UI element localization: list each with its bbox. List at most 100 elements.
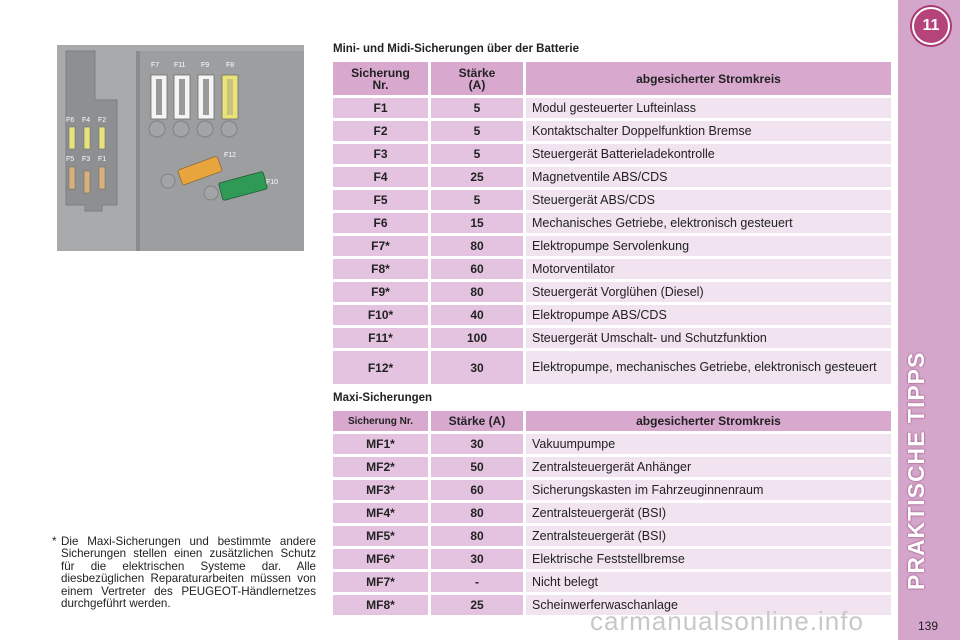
circuit-cell: Elektropumpe Servolenkung [526,236,891,259]
circuit-cell: Vakuumpumpe [526,434,891,457]
watermark: carmanualsonline.info [590,606,864,636]
amperage-cell: 30 [431,434,526,457]
footnote-marker: * [52,535,57,548]
circuit-cell: Elektropumpe ABS/CDS [526,305,891,328]
fuse-number-cell: F10* [333,305,431,328]
fuse-number-cell: F1 [333,98,431,121]
fuse-number-cell: F4 [333,167,431,190]
fuse-number-cell: MF5* [333,526,431,549]
amperage-cell: 25 [431,595,526,618]
fuse-number-cell: F12* [333,351,431,387]
fuse-number-cell: F11* [333,328,431,351]
amperage-cell: 100 [431,328,526,351]
header-circuit: abgesicherter Stromkreis [526,411,891,434]
fuse-number-cell: MF6* [333,549,431,572]
fuse-number-cell: MF2* [333,457,431,480]
section-title-maxi: Maxi-Sicherungen [333,392,433,404]
header-fuse-number: Sicherung Nr. [333,411,431,434]
fuse-number-cell: F9* [333,282,431,305]
header-fuse-number: Sicherung Nr. [333,62,431,98]
circuit-cell: Steuergerät Batterieladekontrolle [526,144,891,167]
fuse-number-cell: F5 [333,190,431,213]
fuse-number-cell: MF4* [333,503,431,526]
amperage-cell: 30 [431,549,526,572]
circuit-cell: Sicherungskasten im Fahrzeuginnenraum [526,480,891,503]
circuit-cell: Elektrische Feststellbremse [526,549,891,572]
circuit-cell: Mechanisches Getriebe, elektronisch gest… [526,213,891,236]
chapter-number-badge: 11 [912,7,950,45]
fuse-number-cell: F3 [333,144,431,167]
amperage-cell: 5 [431,144,526,167]
amperage-cell: - [431,572,526,595]
page-number: 139 [918,619,939,633]
amperage-cell: 40 [431,305,526,328]
fuse-label-f5: F5 [66,156,74,163]
fuse-box-diagram: F6 F4 F2 F5 F3 F1 F7 F11 F9 F8 F12 F10 [57,45,304,251]
amperage-cell: 80 [431,503,526,526]
amperage-cell: 15 [431,213,526,236]
circuit-cell: Scheinwerferwaschanlage [526,595,891,618]
fuse-label-f8: F8 [226,62,234,69]
circuit-cell: Motorventilator [526,259,891,282]
fuse-number-cell: MF7* [333,572,431,595]
circuit-cell: Steuergerät Umschalt- und Schutzfunktion [526,328,891,351]
amperage-cell: 80 [431,526,526,549]
amperage-cell: 30 [431,351,526,387]
fuse-label-f11: F11 [174,62,186,69]
fuse-number-cell: MF8* [333,595,431,618]
amperage-cell: 80 [431,282,526,305]
table-mini-midi-fuses: Sicherung Nr. Stärke (A) abgesicherter S… [333,62,891,387]
fuse-number-cell: F7* [333,236,431,259]
fuse-label-f10: F10 [266,179,278,186]
amperage-cell: 60 [431,480,526,503]
fuse-label-f9: F9 [201,62,209,69]
fuse-label-f12: F12 [224,152,236,159]
circuit-cell: Steuergerät Vorglühen (Diesel) [526,282,891,305]
amperage-cell: 5 [431,190,526,213]
fuse-label-f3: F3 [82,156,90,163]
circuit-cell: Elektropumpe, mechanisches Getriebe, ele… [526,351,891,387]
circuit-cell: Magnetventile ABS/CDS [526,167,891,190]
amperage-cell: 60 [431,259,526,282]
fuse-label-f4: F4 [82,117,90,124]
footnote-text: Die Maxi-Sicherungen und bestimmte ander… [61,535,316,611]
circuit-cell: Zentralsteuergerät (BSI) [526,526,891,549]
header-amperage: Stärke (A) [431,411,526,434]
fuse-number-cell: F6 [333,213,431,236]
fuse-label-f2: F2 [98,117,106,124]
amperage-cell: 25 [431,167,526,190]
fuse-number-cell: MF1* [333,434,431,457]
circuit-cell: Zentralsteuergerät Anhänger [526,457,891,480]
amperage-cell: 50 [431,457,526,480]
circuit-cell: Modul gesteuerter Lufteinlass [526,98,891,121]
header-circuit: abgesicherter Stromkreis [526,62,891,98]
fuse-label-f1: F1 [98,156,106,163]
circuit-cell: Steuergerät ABS/CDS [526,190,891,213]
fuse-label-f6: F6 [66,117,74,124]
fuse-number-cell: MF3* [333,480,431,503]
chapter-sidebar [898,0,960,640]
fuse-label-f7: F7 [151,62,159,69]
circuit-cell: Kontaktschalter Doppelfunktion Bremse [526,121,891,144]
fuse-number-cell: F8* [333,259,431,282]
amperage-cell: 5 [431,98,526,121]
